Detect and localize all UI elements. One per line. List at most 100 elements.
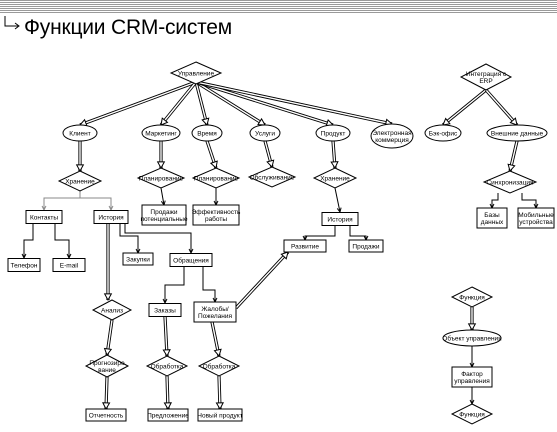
node-zakazy: Заказы xyxy=(148,303,182,317)
node-sinhronizatsiya: Синхронизация xyxy=(482,170,538,194)
node-label: Продажи xyxy=(352,243,380,250)
node-label: Функция xyxy=(459,411,485,418)
node-label: Обработка xyxy=(203,362,236,370)
node-obsluzhivanie: Обслуживание xyxy=(247,166,297,188)
page-title: Функции CRM-систем xyxy=(24,16,233,39)
node-label: Внешние данные xyxy=(491,130,544,137)
node-label: данных xyxy=(481,219,504,226)
arrow-head xyxy=(330,161,339,170)
node-hranenie2: Хранение xyxy=(312,167,358,189)
node-klient: Клиент xyxy=(62,124,98,142)
connector xyxy=(160,187,165,206)
node-obrabotka1: Обработка xyxy=(145,355,189,377)
node-vneshnie: Внешние данные xyxy=(486,124,548,142)
node-label: Маркетинг xyxy=(145,130,177,137)
node-prodazhi: Продажи xyxy=(348,239,384,253)
node-istoriya1: История xyxy=(93,210,129,224)
arrow-head xyxy=(163,402,172,411)
connector xyxy=(349,226,367,240)
connector xyxy=(521,193,537,208)
arrow-head xyxy=(160,117,169,126)
arrow-head xyxy=(209,160,218,169)
title-rules xyxy=(0,0,557,14)
node-label: устройства xyxy=(519,218,553,226)
node-label: Анализ xyxy=(101,307,123,314)
node-label: Обработка xyxy=(151,362,184,370)
node-label: Обслуживание xyxy=(250,173,295,181)
node-label: Объект управления xyxy=(442,334,502,342)
connector xyxy=(334,187,341,213)
arrow-head xyxy=(162,349,171,358)
node-novyi-produkt: Новый продукт xyxy=(197,408,243,422)
node-label: Пожелания xyxy=(198,313,233,320)
node-label: Продажи xyxy=(150,209,178,216)
node-email: E-mail xyxy=(52,258,86,272)
node-label: ERP xyxy=(479,78,492,85)
node-label: Бэк-офис xyxy=(429,130,458,137)
double-connector-inner xyxy=(442,89,487,126)
node-label: вание xyxy=(98,367,116,374)
arrow-head xyxy=(266,159,275,169)
arrow-head xyxy=(75,164,85,173)
node-label: управления xyxy=(454,378,490,385)
connector xyxy=(54,224,70,258)
arrow-head xyxy=(467,323,477,332)
node-obrascheniya: Обращения xyxy=(169,253,213,267)
node-label: Обращения xyxy=(173,256,209,264)
node-telefon: Телефон xyxy=(7,258,41,272)
node-label: Жалобы/ xyxy=(201,305,229,313)
double-connector-inner xyxy=(195,81,266,126)
node-label: Хранение xyxy=(320,175,350,182)
node-label: История xyxy=(327,216,353,223)
connector xyxy=(43,191,81,210)
node-uslugi: Услуги xyxy=(249,124,281,142)
connector xyxy=(23,224,34,258)
node-upravlenie: Управление xyxy=(169,61,223,85)
node-label: Прогнозиро xyxy=(89,360,125,367)
node-label: Услуги xyxy=(255,130,275,137)
node-istoriya2: История xyxy=(321,212,359,226)
node-razvitie: Развитие xyxy=(283,239,327,253)
node-label: Фактор xyxy=(461,371,483,378)
arrow-head xyxy=(509,117,518,126)
arrow-head xyxy=(103,347,113,357)
double-connector-inner xyxy=(195,81,393,125)
node-obekt: Объект управления xyxy=(442,329,502,347)
double-connector-inner xyxy=(195,81,208,126)
double-connector-inner xyxy=(235,251,289,309)
node-label: потенциальные xyxy=(140,216,188,223)
node-label: коммерция xyxy=(375,137,409,144)
arrow-head xyxy=(103,293,113,302)
node-label: Новый продукт xyxy=(197,411,242,419)
node-label: Управление xyxy=(178,70,215,77)
node-label: История xyxy=(98,214,124,221)
connector xyxy=(164,267,185,303)
node-label: Развитие xyxy=(291,243,319,250)
node-label: работы xyxy=(205,215,227,223)
node-label: Время xyxy=(197,130,217,137)
node-label: Хранение xyxy=(65,178,95,185)
title-arrow-icon xyxy=(4,16,20,30)
node-obrabotka2: Обработка xyxy=(197,355,241,377)
arrow-head xyxy=(442,117,451,126)
arrow-head xyxy=(102,402,111,411)
connector xyxy=(491,193,499,208)
node-hranenie1: Хранение xyxy=(57,170,103,192)
node-label: Мобильные xyxy=(518,211,554,219)
connector xyxy=(304,226,336,240)
node-marketing: Маркетинг xyxy=(141,124,181,142)
node-label: Планирование xyxy=(139,175,184,182)
node-bek-ofis: Бэк-офис xyxy=(424,124,462,142)
node-label: Закупки xyxy=(126,256,150,263)
node-label: Интеграция с xyxy=(466,71,507,78)
node-label: Заказы xyxy=(154,307,176,314)
node-zakupki: Закупки xyxy=(122,252,154,266)
node-label: Клиент xyxy=(69,130,90,137)
node-kontakty: Контакты xyxy=(25,210,63,224)
node-funktsiya2: Функция xyxy=(450,403,494,425)
